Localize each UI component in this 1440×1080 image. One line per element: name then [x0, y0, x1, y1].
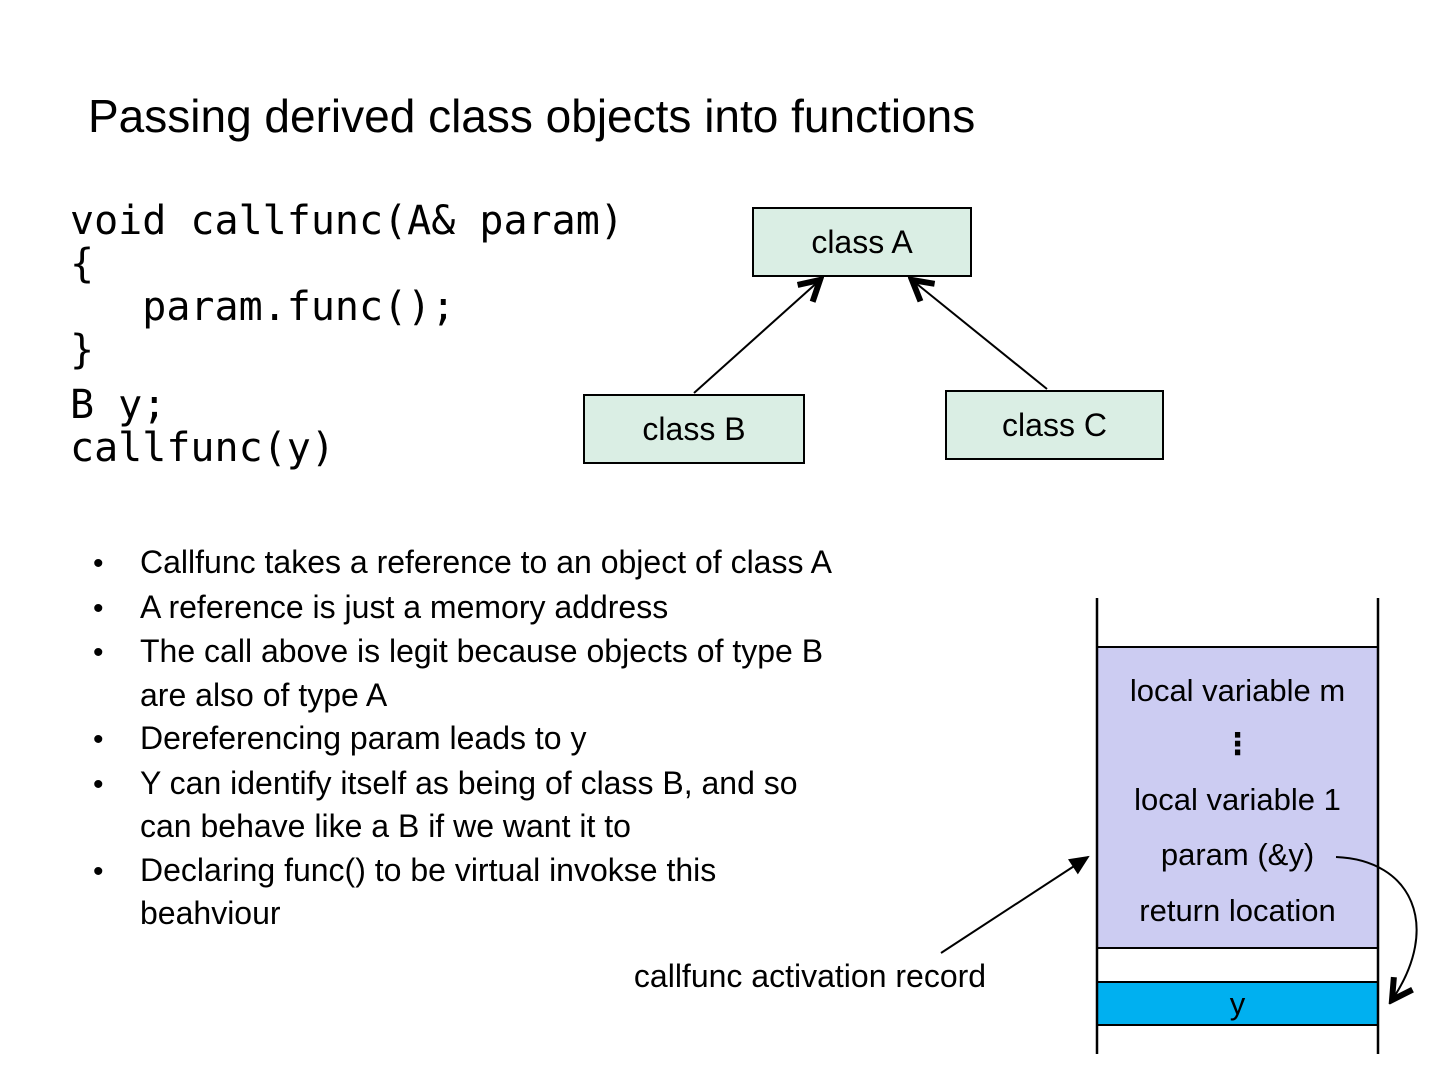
bullet-line: Declaring func() to be virtual invokse t…: [140, 851, 717, 888]
bullet-list: Callfunc takes a reference to an object …: [93, 541, 953, 936]
bullet-dot-icon: [93, 849, 140, 936]
page-title: Passing derived class objects into funct…: [88, 90, 976, 142]
bullet-dot-icon: [93, 630, 140, 717]
inheritance-arrow-b-to-a: [693, 280, 820, 394]
code-line: B y;: [70, 382, 167, 428]
bullet-item: Y can identify itself as being of class …: [93, 762, 953, 849]
bullet-item: Callfunc takes a reference to an object …: [93, 541, 953, 586]
code-line: }: [70, 327, 95, 373]
bullet-line: are also of type A: [140, 676, 388, 713]
bullet-line: beahviour: [140, 895, 281, 931]
caption-arrow: [940, 855, 1090, 954]
y-label: y: [1229, 985, 1246, 1021]
bullet-dot-icon: [93, 586, 140, 631]
bullet-item: The call above is legit because objects …: [93, 630, 953, 717]
activation-record-caption: callfunc activation record: [633, 958, 987, 994]
bullet-dot-icon: [93, 717, 140, 762]
class-b-label: class B: [642, 410, 746, 447]
bullet-dot-icon: [93, 762, 140, 849]
bullet-line: can behave like a B if we want it to: [140, 808, 631, 844]
bullet-dot-icon: [93, 541, 140, 586]
code-line: param.func();: [70, 284, 456, 330]
y-box: y: [1096, 981, 1379, 1026]
bullet-line: The call above is legit because objects …: [140, 633, 824, 669]
bullet-item: A reference is just a memory address: [93, 586, 953, 631]
bullet-line: Callfunc takes a reference to an object …: [140, 544, 832, 580]
bullet-line: Y can identify itself as being of class …: [140, 764, 798, 801]
activation-record-box: local variable m ⋮ local variable 1 para…: [1096, 646, 1379, 949]
bullet-item: Dereferencing param leads to y: [93, 717, 953, 762]
bullet-line: Dereferencing param leads to y: [140, 720, 587, 756]
bullet-line: A reference is just a memory address: [140, 588, 669, 625]
class-c-label: class C: [1002, 406, 1107, 443]
inheritance-arrow-c-to-a: [912, 280, 1048, 390]
code-line: void callfunc(A& param): [70, 198, 624, 244]
vertical-ellipsis: ⋮: [1222, 726, 1253, 762]
code-line: {: [70, 241, 95, 287]
stack-row: local variable 1: [1134, 781, 1341, 817]
class-c-box: class C: [945, 390, 1164, 460]
class-a-label: class A: [811, 223, 913, 260]
code-line: callfunc(y): [70, 425, 335, 471]
bullet-item: Declaring func() to be virtual invokse t…: [93, 849, 953, 936]
stack-row: param (&y): [1160, 837, 1315, 873]
code-block: void callfunc(A& param) { param.func(); …: [70, 200, 624, 470]
stack-row: local variable m: [1129, 673, 1346, 708]
class-b-box: class B: [583, 394, 805, 464]
stack-row: return location: [1139, 893, 1336, 928]
class-a-box: class A: [752, 207, 972, 277]
